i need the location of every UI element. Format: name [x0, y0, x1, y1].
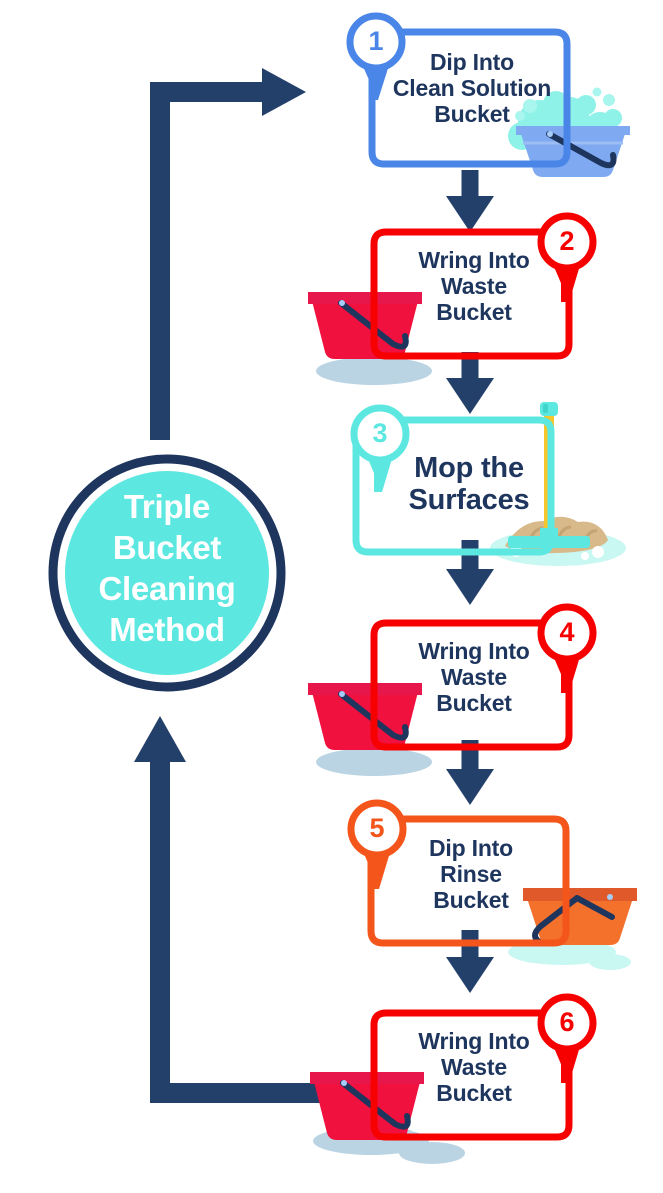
- center-circle-fill: [65, 471, 269, 675]
- step-4-badge-number: 4: [559, 617, 575, 647]
- step-3-badge-number: 3: [372, 418, 388, 448]
- step-4-label: Wring Into Waste Bucket: [418, 638, 530, 716]
- step-4-badge: [537, 603, 597, 663]
- center-circle-group[interactable]: [48, 454, 286, 692]
- puddle-icon: [316, 748, 432, 776]
- step-3-badge: [350, 404, 410, 464]
- step-6-label: Wring Into Waste Bucket: [418, 1028, 530, 1106]
- connector-arrow-3-4: [446, 540, 494, 605]
- step-5-badge: [347, 799, 407, 859]
- step-1-group[interactable]: [346, 12, 630, 177]
- step-6-group[interactable]: [310, 993, 597, 1164]
- step-2-badge: [537, 212, 597, 272]
- step-3-group[interactable]: [350, 402, 626, 566]
- step-6-badge: [537, 993, 597, 1053]
- return-loop-top-arrow: [150, 68, 306, 440]
- step-1-label: Dip Into Clean Solution Bucket: [392, 49, 552, 127]
- center-circle-ring: [48, 454, 286, 692]
- connector-arrow-1-2: [446, 170, 494, 232]
- orange-bucket-icon: [523, 888, 637, 946]
- step-3-label: Mop the Surfaces: [408, 452, 530, 517]
- connector-arrow-5-6: [446, 930, 494, 993]
- step-4-group[interactable]: [308, 603, 597, 776]
- step-5-group[interactable]: [347, 799, 637, 970]
- step-2-badge-number: 2: [559, 226, 575, 256]
- return-loop-bottom-arrow: [134, 716, 330, 1103]
- red-bucket-icon: [308, 683, 422, 750]
- step-2-label: Wring Into Waste Bucket: [418, 247, 530, 325]
- step-5-label: Dip Into Rinse Bucket: [429, 835, 513, 913]
- step-2-group[interactable]: [308, 212, 597, 385]
- blue-bucket-icon: [516, 126, 630, 177]
- connector-arrow-2-3: [446, 352, 494, 414]
- step-5-badge-number: 5: [369, 813, 385, 843]
- red-bucket-icon: [310, 1072, 424, 1140]
- step-1-badge-number: 1: [368, 26, 384, 56]
- red-bucket-icon: [308, 292, 422, 359]
- step-6-badge-number: 6: [559, 1007, 575, 1037]
- puddle-icon: [316, 357, 432, 385]
- step-1-badge: [346, 12, 406, 72]
- center-title: Triple Bucket Cleaning Method: [98, 488, 236, 648]
